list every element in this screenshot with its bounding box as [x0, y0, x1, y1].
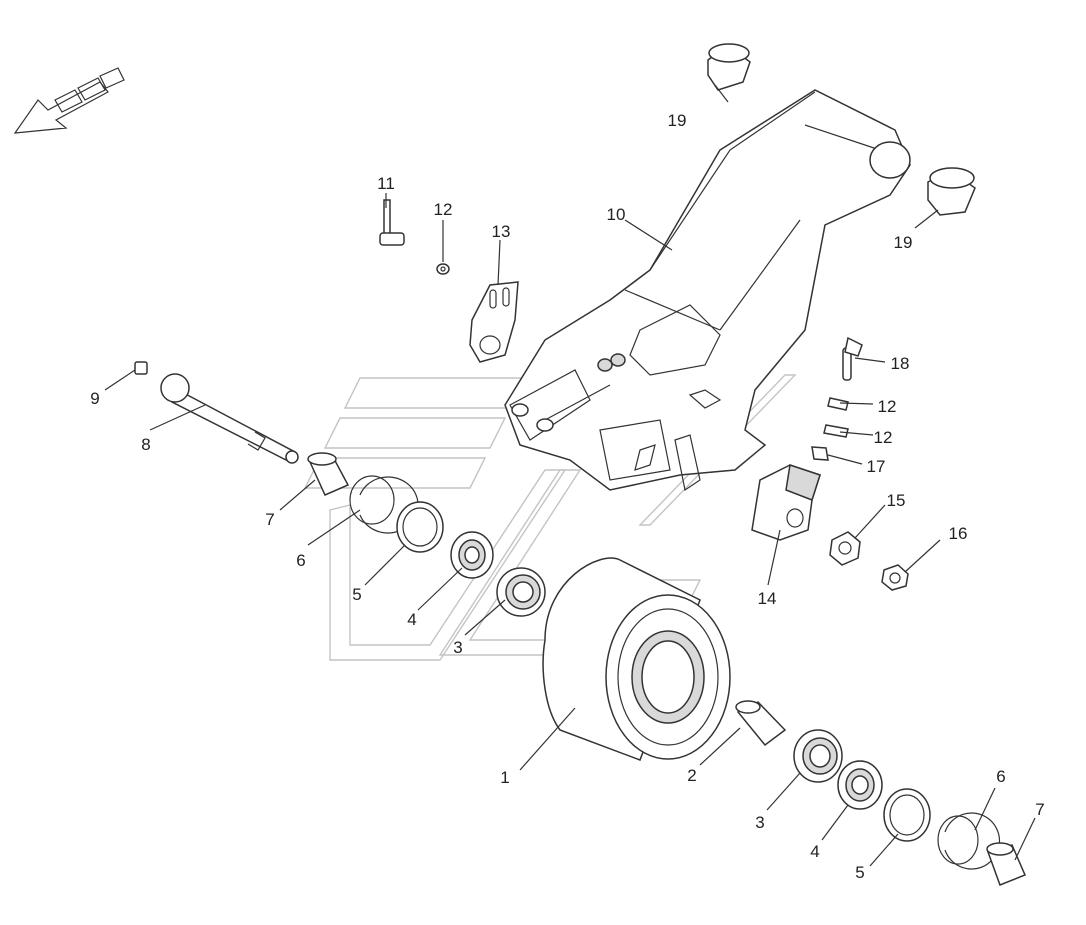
callout-5-right: 5	[855, 863, 864, 882]
seal-ring-right	[883, 788, 931, 842]
callout-14: 14	[758, 589, 777, 608]
callout-17: 17	[867, 457, 886, 476]
nut-square	[811, 446, 829, 461]
callout-19-top: 19	[668, 111, 687, 130]
bearing-left	[496, 567, 546, 617]
callout-9: 9	[90, 389, 99, 408]
bushing-right	[927, 167, 976, 216]
callout-16: 16	[949, 524, 968, 543]
callout-19-right: 19	[894, 233, 913, 252]
clamp-block	[751, 464, 821, 541]
callout-4-right: 4	[810, 842, 819, 861]
direction-arrow-icon	[13, 67, 125, 134]
bolt-small	[379, 199, 405, 246]
bolt-long	[842, 336, 863, 381]
spring-pin-upper	[827, 397, 849, 411]
callout-7-left: 7	[265, 510, 274, 529]
callout-4-left: 4	[407, 610, 416, 629]
callout-6-right: 6	[996, 767, 1005, 786]
bracket-plate	[469, 281, 519, 363]
callout-8: 8	[141, 435, 150, 454]
hex-nut-small	[881, 564, 909, 591]
spacer-bushing	[735, 700, 787, 747]
spring-pin-lower	[823, 424, 849, 438]
bearing-right	[793, 729, 843, 783]
axle-pin	[160, 373, 299, 464]
callout-15: 15	[887, 491, 906, 510]
leader-lines	[104, 84, 1036, 867]
seal-right	[837, 760, 883, 810]
callout-12-low: 12	[874, 428, 893, 447]
callout-3-right: 3	[755, 813, 764, 832]
retaining-ring-right	[937, 812, 1001, 870]
washer-small	[436, 263, 450, 275]
callout-5-left: 5	[352, 585, 361, 604]
callout-6-left: 6	[296, 551, 305, 570]
callout-labels: 1 2 3 3 4 4 5 5 6 6 7 7 8 9 10 11 12 12 …	[90, 111, 1044, 882]
swing-arm-frame	[504, 89, 911, 491]
screw-small	[134, 361, 148, 375]
hex-nut-large	[829, 531, 861, 566]
seal-ring-left	[396, 501, 444, 553]
bushing-right-end	[986, 842, 1026, 886]
callout-1: 1	[500, 768, 509, 787]
callout-3-left: 3	[453, 638, 462, 657]
seal-left	[450, 531, 494, 579]
callout-13: 13	[492, 222, 511, 241]
bushing-left	[307, 452, 350, 496]
roller-wheel	[542, 557, 731, 761]
callout-18: 18	[891, 354, 910, 373]
callout-10: 10	[607, 205, 626, 224]
callout-11: 11	[377, 174, 395, 193]
callout-7-right: 7	[1035, 800, 1044, 819]
callout-12-top: 12	[434, 200, 453, 219]
bushing-upper	[707, 43, 751, 91]
callout-12-mid: 12	[878, 397, 897, 416]
callout-2: 2	[687, 766, 696, 785]
